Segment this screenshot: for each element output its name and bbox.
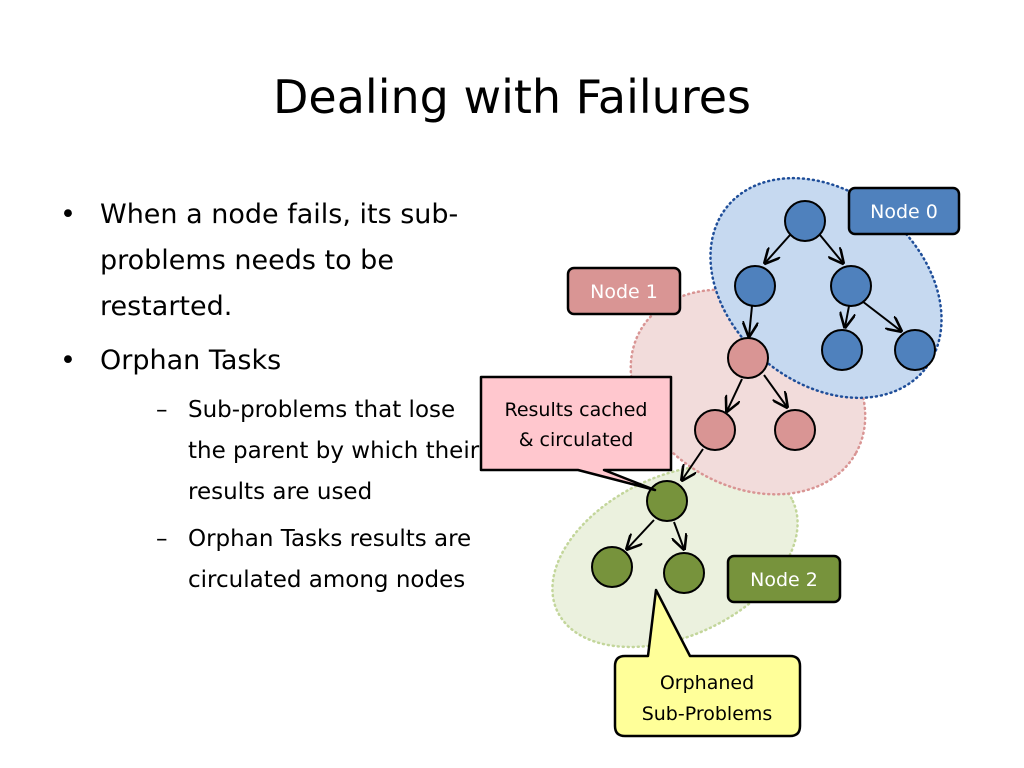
- tree-edge: [763, 374, 787, 407]
- bullet-item: • When a node fails, its sub-problems ne…: [58, 192, 498, 330]
- sub-bullet-dash: –: [156, 526, 168, 552]
- results-cached-callout: Results cached & circulated: [479, 375, 673, 492]
- tree-node: [774, 409, 816, 451]
- slide-title: Dealing with Failures: [273, 70, 751, 124]
- sub-bullet-item: – Orphan Tasks results are circulated am…: [100, 519, 498, 601]
- tree-node: [821, 329, 863, 371]
- tree-edge: [765, 234, 791, 263]
- tree-edge: [749, 305, 752, 336]
- tree-node: [694, 409, 736, 451]
- bullet-dot: •: [60, 345, 76, 376]
- node-1-label-text: Node 1: [590, 281, 658, 303]
- tree-edge: [674, 521, 684, 549]
- sub-bullet-list: – Sub-problems that lose the parent by w…: [100, 390, 498, 601]
- callout-line: Sub-Problems: [642, 703, 773, 725]
- node-2-label-text: Node 2: [750, 569, 818, 591]
- callout-line: & circulated: [519, 429, 634, 451]
- node-0-label: Node 0: [847, 186, 961, 236]
- tree-edge: [627, 519, 655, 549]
- tree-edge: [861, 300, 901, 331]
- tree-edge: [727, 378, 743, 411]
- tree-node: [830, 265, 872, 307]
- sub-bullet-text: Sub-problems that lose the parent by whi…: [188, 397, 480, 505]
- sub-bullet-dash: –: [156, 397, 168, 423]
- bullet-list: • When a node fails, its sub-problems ne…: [58, 192, 498, 609]
- sub-bullet-text: Orphan Tasks results are circulated amon…: [188, 526, 472, 593]
- tree-node: [646, 480, 688, 522]
- bullet-dot: •: [60, 199, 76, 230]
- callout-line: Orphaned: [660, 672, 754, 694]
- sub-bullet-item: – Sub-problems that lose the parent by w…: [100, 390, 498, 513]
- tree-node: [734, 265, 776, 307]
- bullet-text: When a node fails, its sub-problems need…: [100, 199, 459, 322]
- bullet-text: Orphan Tasks: [100, 345, 282, 376]
- tree-node: [663, 552, 705, 594]
- tree-edge: [682, 448, 704, 480]
- tree-edge: [845, 305, 849, 327]
- tree-node: [727, 337, 769, 379]
- callout-line: Results cached: [505, 399, 648, 421]
- bullet-item: • Orphan Tasks – Sub-problems that lose …: [58, 338, 498, 601]
- tree-node: [591, 546, 633, 588]
- node-1-label: Node 1: [566, 266, 682, 316]
- orphaned-callout: Orphaned Sub-Problems: [613, 588, 802, 738]
- tree-node: [894, 329, 936, 371]
- node-0-label-text: Node 0: [870, 201, 938, 223]
- node-2-label: Node 2: [726, 554, 842, 604]
- tree-edge: [819, 234, 843, 263]
- tree-node: [784, 200, 826, 242]
